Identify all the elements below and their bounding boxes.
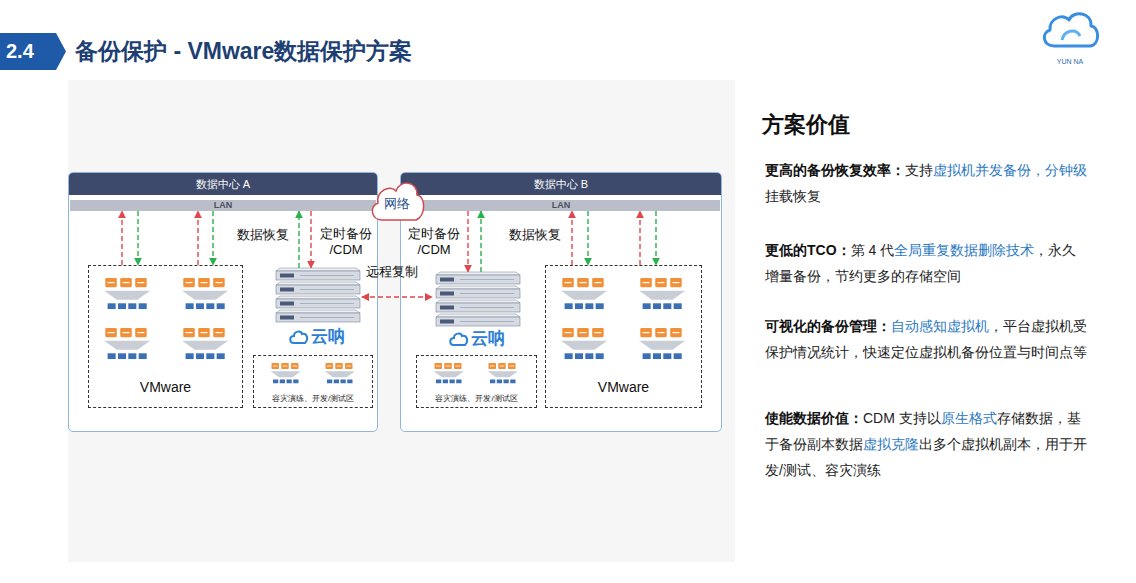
backup-appliance: 云呐: [272, 268, 362, 348]
vm-label: VMware: [598, 379, 649, 395]
restore-flow: [655, 211, 656, 265]
restore-flow: [480, 211, 481, 272]
dr-test-zone: 容灾演练、开发/测试区: [253, 355, 373, 408]
body-text: 挂载恢复: [765, 188, 821, 204]
restore-flow: [298, 211, 299, 268]
vm-cluster-icon: [271, 363, 301, 383]
lead-text: 更高的备份恢复效率：: [765, 162, 905, 178]
page-title: 备份保护 - VMware数据保护方案: [75, 33, 412, 70]
logo-cloud: [1044, 14, 1097, 46]
title-text: 备份保护 - VMware数据保护方案: [75, 33, 412, 70]
app-label: 云呐: [471, 328, 505, 350]
vm-cluster-icon: [639, 328, 685, 359]
restore-flow: [587, 211, 588, 265]
highlight-text: 自动感知虚拟机: [891, 318, 989, 334]
flow-label: 定时备份 /CDM: [316, 226, 376, 258]
highlight-text: 虚拟克隆: [863, 436, 919, 452]
brand-icon: [449, 331, 469, 347]
network-cloud: 网络: [368, 176, 426, 222]
data-center-box: 数据中心 A LAN VMware 云呐容灾演练、开发/测试区: [68, 172, 378, 432]
vmware-group: VMware: [545, 265, 702, 408]
cloud-label: 网络: [384, 196, 410, 211]
brand-logo: YUN NA: [1040, 50, 1100, 68]
backup-flow: [197, 211, 198, 265]
vm-cluster-icon: [561, 328, 607, 359]
highlight-text: 全局重复数据删除技术: [894, 242, 1034, 258]
dc-label: 数据中心 B: [534, 177, 588, 191]
vm-cluster-icon: [104, 328, 150, 359]
body-text: CDM 支持以: [863, 410, 941, 426]
brand-row: 云呐: [289, 326, 345, 348]
restore-flow: [137, 211, 138, 265]
highlight-text: 虚拟机并发备份，分钟级: [933, 162, 1087, 178]
app-label: 云呐: [311, 326, 345, 348]
vm-cluster-icon: [182, 328, 228, 359]
dc-label: 数据中心 A: [196, 177, 250, 191]
diagram-panel: [68, 80, 735, 562]
vm-cluster-icon: [104, 278, 150, 309]
flow-label: 定时备份 /CDM: [404, 226, 464, 258]
vmware-group: VMware: [88, 265, 243, 408]
section-badge: [0, 33, 66, 70]
dr-test-zone: 容灾演练、开发/测试区: [416, 355, 537, 408]
vm-cluster-icon: [434, 363, 464, 383]
body-text: 第 4 代: [851, 242, 895, 258]
value-paragraph: 使能数据价值：CDM 支持以原生格式存储数据，基于备份副本数据虚拟克隆出多个虚拟…: [765, 405, 1087, 483]
logo-text: YUN NA: [1057, 57, 1083, 66]
body-text: 支持: [905, 162, 933, 178]
backup-flow: [467, 211, 468, 272]
section-number: 2.4: [6, 33, 34, 70]
header-band: 数据中心 A: [69, 173, 377, 195]
backup-flow: [639, 211, 640, 265]
backup-flow: [362, 296, 432, 297]
dev-label: 容灾演练、开发/测试区: [272, 394, 354, 404]
value-paragraph: 更低的TCO：第 4 代全局重复数据删除技术，永久增量备份，节约更多的存储空间: [765, 237, 1087, 289]
backup-appliance: 云呐: [432, 272, 522, 350]
heading-text: 方案价值: [762, 110, 850, 140]
dev-label: 容灾演练、开发/测试区: [435, 394, 517, 404]
lan-label: LAN: [552, 200, 571, 211]
vm-cluster-icon: [488, 363, 518, 383]
value-paragraph: 更高的备份恢复效率：支持虚拟机并发备份，分钟级挂载恢复: [765, 157, 1087, 209]
data-center-ground: [400, 172, 722, 432]
vm-cluster-icon: [182, 278, 228, 309]
vm-cluster-icon: [639, 278, 685, 309]
brand-icon: [289, 329, 309, 345]
vm-label: VMware: [140, 379, 191, 395]
lead-text: 使能数据价值：: [765, 410, 863, 426]
highlight-text: 原生格式: [941, 410, 997, 426]
flow-label: 数据恢复: [234, 227, 292, 243]
backup-flow: [121, 211, 122, 265]
restore-flow: [212, 211, 213, 265]
flow-label: 远程复制: [360, 264, 424, 280]
value-paragraph: 可视化的备份管理：自动感知虚拟机，平台虚拟机受保护情况统计，快速定位虚拟机备份位…: [765, 313, 1087, 365]
lan-band: LAN: [402, 200, 720, 211]
backup-flow: [310, 211, 311, 268]
value-heading: 方案价值: [762, 110, 850, 140]
data-center-ground: [68, 172, 378, 432]
lead-text: 可视化的备份管理：: [765, 318, 891, 334]
flow-label: 数据恢复: [506, 227, 564, 243]
header-band: 数据中心 B: [401, 173, 721, 195]
lead-text: 更低的TCO：: [765, 242, 851, 258]
vm-cluster-icon: [325, 363, 355, 383]
lan-label: LAN: [214, 200, 233, 211]
vm-cluster-icon: [561, 278, 607, 309]
lan-band: LAN: [70, 200, 376, 211]
section-number-box: 2.4: [6, 33, 34, 70]
backup-flow: [571, 211, 572, 265]
brand-row: 云呐: [449, 328, 505, 350]
data-center-box: 数据中心 B LAN 云呐容灾演练、开发/测试区 VMware: [400, 172, 722, 432]
